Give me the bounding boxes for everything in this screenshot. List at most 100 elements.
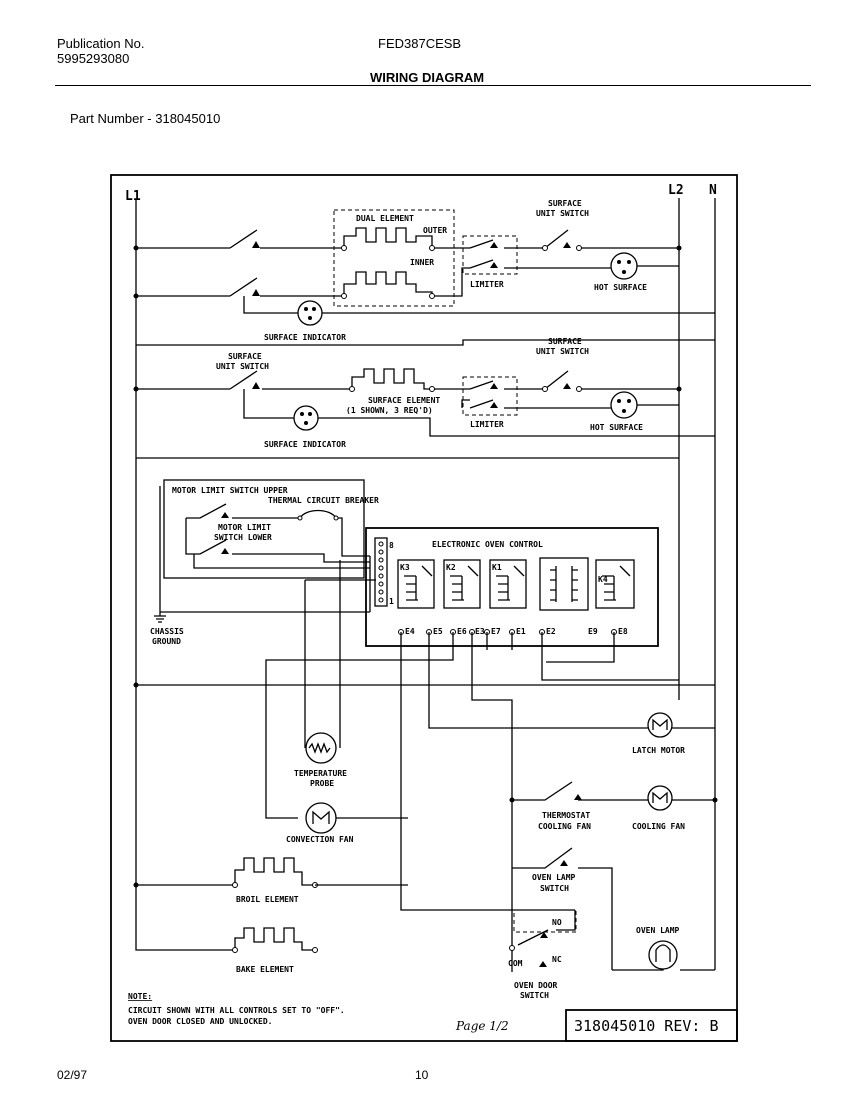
nc-label: NC xyxy=(552,955,562,964)
oven-lamp-switch-label-b: SWITCH xyxy=(540,884,569,893)
limiter-1 xyxy=(462,235,518,275)
surface-indicator-1-label: SURFACE INDICATOR xyxy=(264,333,346,342)
term-e3-label: E3 xyxy=(475,627,485,636)
wire-row-345 xyxy=(136,339,715,346)
connector-8-label: 8 xyxy=(389,541,394,550)
publication-number: 5995293080 xyxy=(57,51,130,66)
ground-symbol xyxy=(154,612,166,623)
limiter-1-label: LIMITER xyxy=(470,280,504,289)
thermostat-label-b: COOLING FAN xyxy=(538,822,591,831)
motor-limit-lower-switch xyxy=(185,518,370,563)
relay-k2-label: K2 xyxy=(446,563,456,572)
relay-k3-label: K3 xyxy=(400,563,410,572)
page-title: WIRING DIAGRAM xyxy=(370,70,485,85)
oven-door-switch-label-a: OVEN DOOR xyxy=(514,981,558,990)
relay-k3 xyxy=(397,559,435,609)
surface-element-label-a: SURFACE ELEMENT xyxy=(368,396,440,405)
publication-label: Publication No. xyxy=(57,36,145,51)
convection-fan-label: CONVECTION FAN xyxy=(286,835,354,844)
oven-door-switch xyxy=(517,910,576,946)
oven-lamp-label: OVEN LAMP xyxy=(636,926,680,935)
surface-unit-switch-1-label-b: UNIT SWITCH xyxy=(536,209,589,218)
relay-k1-label: K1 xyxy=(492,563,502,572)
thermostat-switch xyxy=(512,781,715,801)
page-handwritten-note: Page 1/2 xyxy=(455,1019,509,1033)
broil-element xyxy=(133,857,408,888)
dual-element-box xyxy=(333,209,455,307)
limiter-2-label: LIMITER xyxy=(470,420,504,429)
relay-k1 xyxy=(489,559,527,609)
limiter-2 xyxy=(462,376,518,416)
rail-l1-label: L1 xyxy=(125,189,141,204)
oven-lamp-switch-label-a: OVEN LAMP xyxy=(532,873,576,882)
motor-limit-lower-label-b: SWITCH LOWER xyxy=(214,533,272,542)
hot-surface-2 xyxy=(517,391,679,419)
connector-1-label: 1 xyxy=(389,597,394,606)
oven-door-switch-label-b: SWITCH xyxy=(520,991,549,1000)
part-rev-box xyxy=(565,1009,738,1042)
part-number: Part Number - 318045010 xyxy=(70,111,221,126)
com-label: COM xyxy=(508,959,523,968)
transformer xyxy=(539,557,589,611)
convection-fan xyxy=(305,802,408,834)
chassis-ground-label-b: GROUND xyxy=(152,637,181,646)
hot-surface-1 xyxy=(517,252,679,280)
note-line-1: CIRCUIT SHOWN WITH ALL CONTROLS SET TO "… xyxy=(128,1006,345,1015)
term-e9-label: E9 xyxy=(588,627,598,636)
no-label: NO xyxy=(552,918,562,927)
connector-pins xyxy=(378,541,384,603)
thermal-breaker-label: THERMAL CIRCUIT BREAKER xyxy=(268,496,379,505)
part-rev-text: 318045010 REV: B xyxy=(574,1017,719,1035)
model-number: FED387CESB xyxy=(378,36,462,51)
rail-l2-label: L2 xyxy=(668,183,684,198)
note-line-2: OVEN DOOR CLOSED AND UNLOCKED. xyxy=(128,1017,273,1026)
connector-block xyxy=(374,537,388,607)
term-e8-label: E8 xyxy=(618,627,628,636)
hot-surface-1-label: HOT SURFACE xyxy=(594,283,647,292)
oven-lamp xyxy=(612,940,715,971)
broil-element-label: BROIL ELEMENT xyxy=(236,895,299,904)
term-e4-label: E4 xyxy=(405,627,415,636)
surface-unit-switch-2 xyxy=(517,370,679,390)
outer-label: OUTER xyxy=(423,226,447,235)
temperature-probe xyxy=(305,732,337,764)
temperature-probe-label-b: PROBE xyxy=(310,779,334,788)
dual-inner-circuit xyxy=(133,267,470,302)
term-e6-label: E6 xyxy=(457,627,467,636)
rail-n-label: N xyxy=(709,183,717,198)
temperature-probe-label-a: TEMPERATURE xyxy=(294,769,347,778)
surface-indicator-2 xyxy=(243,395,715,437)
relay-k4 xyxy=(595,559,635,609)
chassis-ground-label-a: CHASSIS xyxy=(150,627,184,636)
bake-element xyxy=(135,885,318,953)
motor-limit-upper-switch xyxy=(186,503,370,557)
dual-element-label: DUAL ELEMENT xyxy=(356,214,414,223)
oven-door-switch-box xyxy=(513,909,577,933)
motor-limit-upper-label: MOTOR LIMIT SWITCH UPPER xyxy=(172,486,288,495)
term-e2-label: E2 xyxy=(546,627,556,636)
oven-control-label: ELECTRONIC OVEN CONTROL xyxy=(432,540,543,549)
surface-indicator-2-label: SURFACE INDICATOR xyxy=(264,440,346,449)
term-e7-label: E7 xyxy=(491,627,501,636)
thermostat-label-a: THERMOSTAT xyxy=(542,811,590,820)
surface-element-label-b: (1 SHOWN, 3 REQ'D) xyxy=(346,406,433,415)
dual-outer-circuit xyxy=(133,227,470,251)
cooling-fan-label: COOLING FAN xyxy=(632,822,685,831)
title-rule xyxy=(55,85,811,86)
oven-lamp-switch xyxy=(512,847,613,970)
relay-k2 xyxy=(443,559,481,609)
footer-date: 02/97 xyxy=(57,1068,88,1082)
relay-k4-label: K4 xyxy=(598,575,608,584)
surface-switch-left-label-a: SURFACE xyxy=(228,352,262,361)
surface-element-circuit xyxy=(133,368,470,395)
control-terminals xyxy=(398,629,617,635)
cooling-fan xyxy=(647,785,673,811)
surface-unit-switch-1 xyxy=(517,229,679,249)
motor-limit-lower-label-a: MOTOR LIMIT xyxy=(218,523,271,532)
surface-unit-switch-2-label-b: UNIT SWITCH xyxy=(536,347,589,356)
latch-motor xyxy=(647,712,673,738)
diagram-border xyxy=(110,174,738,1042)
note-title: NOTE: xyxy=(128,992,152,1001)
hot-surface-2-label: HOT SURFACE xyxy=(590,423,643,432)
